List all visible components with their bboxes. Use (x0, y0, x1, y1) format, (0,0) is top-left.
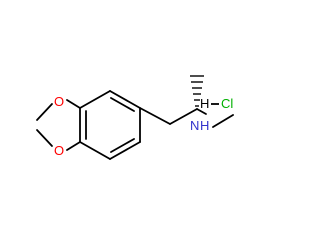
bond-o-bottom-ring (66, 141, 81, 151)
bond-n-ch3 (212, 114, 234, 128)
mdma-hydrochloride-structure: O O N H H Cl (36, 75, 234, 160)
bond-ring-3 (109, 90, 141, 109)
bond-ch2-o-bottom (36, 129, 53, 147)
bond-ring-ch2 (139, 107, 171, 125)
bond-ch2-o-top (36, 103, 53, 121)
amine-nitrogen-label: N (190, 118, 199, 133)
bond-ch-n (196, 108, 207, 115)
bond-ring-6 (79, 141, 111, 160)
hcl-chlorine-label: Cl (221, 96, 233, 111)
bond-ch2-ch (169, 108, 198, 125)
hcl-hydrogen-label: H (200, 96, 209, 111)
bond-ring-5-inner (110, 138, 135, 153)
bond-ring-3-inner (110, 97, 135, 112)
oxygen-bottom-label: O (54, 143, 64, 158)
bond-ring-5 (109, 141, 141, 160)
bond-ring-2 (79, 90, 111, 109)
amine-hydrogen-label: H (200, 118, 209, 133)
stereo-hashed-bond (190, 75, 204, 107)
bond-o-top-ring (66, 99, 81, 109)
oxygen-top-label: O (54, 94, 64, 109)
bonds (36, 90, 234, 160)
